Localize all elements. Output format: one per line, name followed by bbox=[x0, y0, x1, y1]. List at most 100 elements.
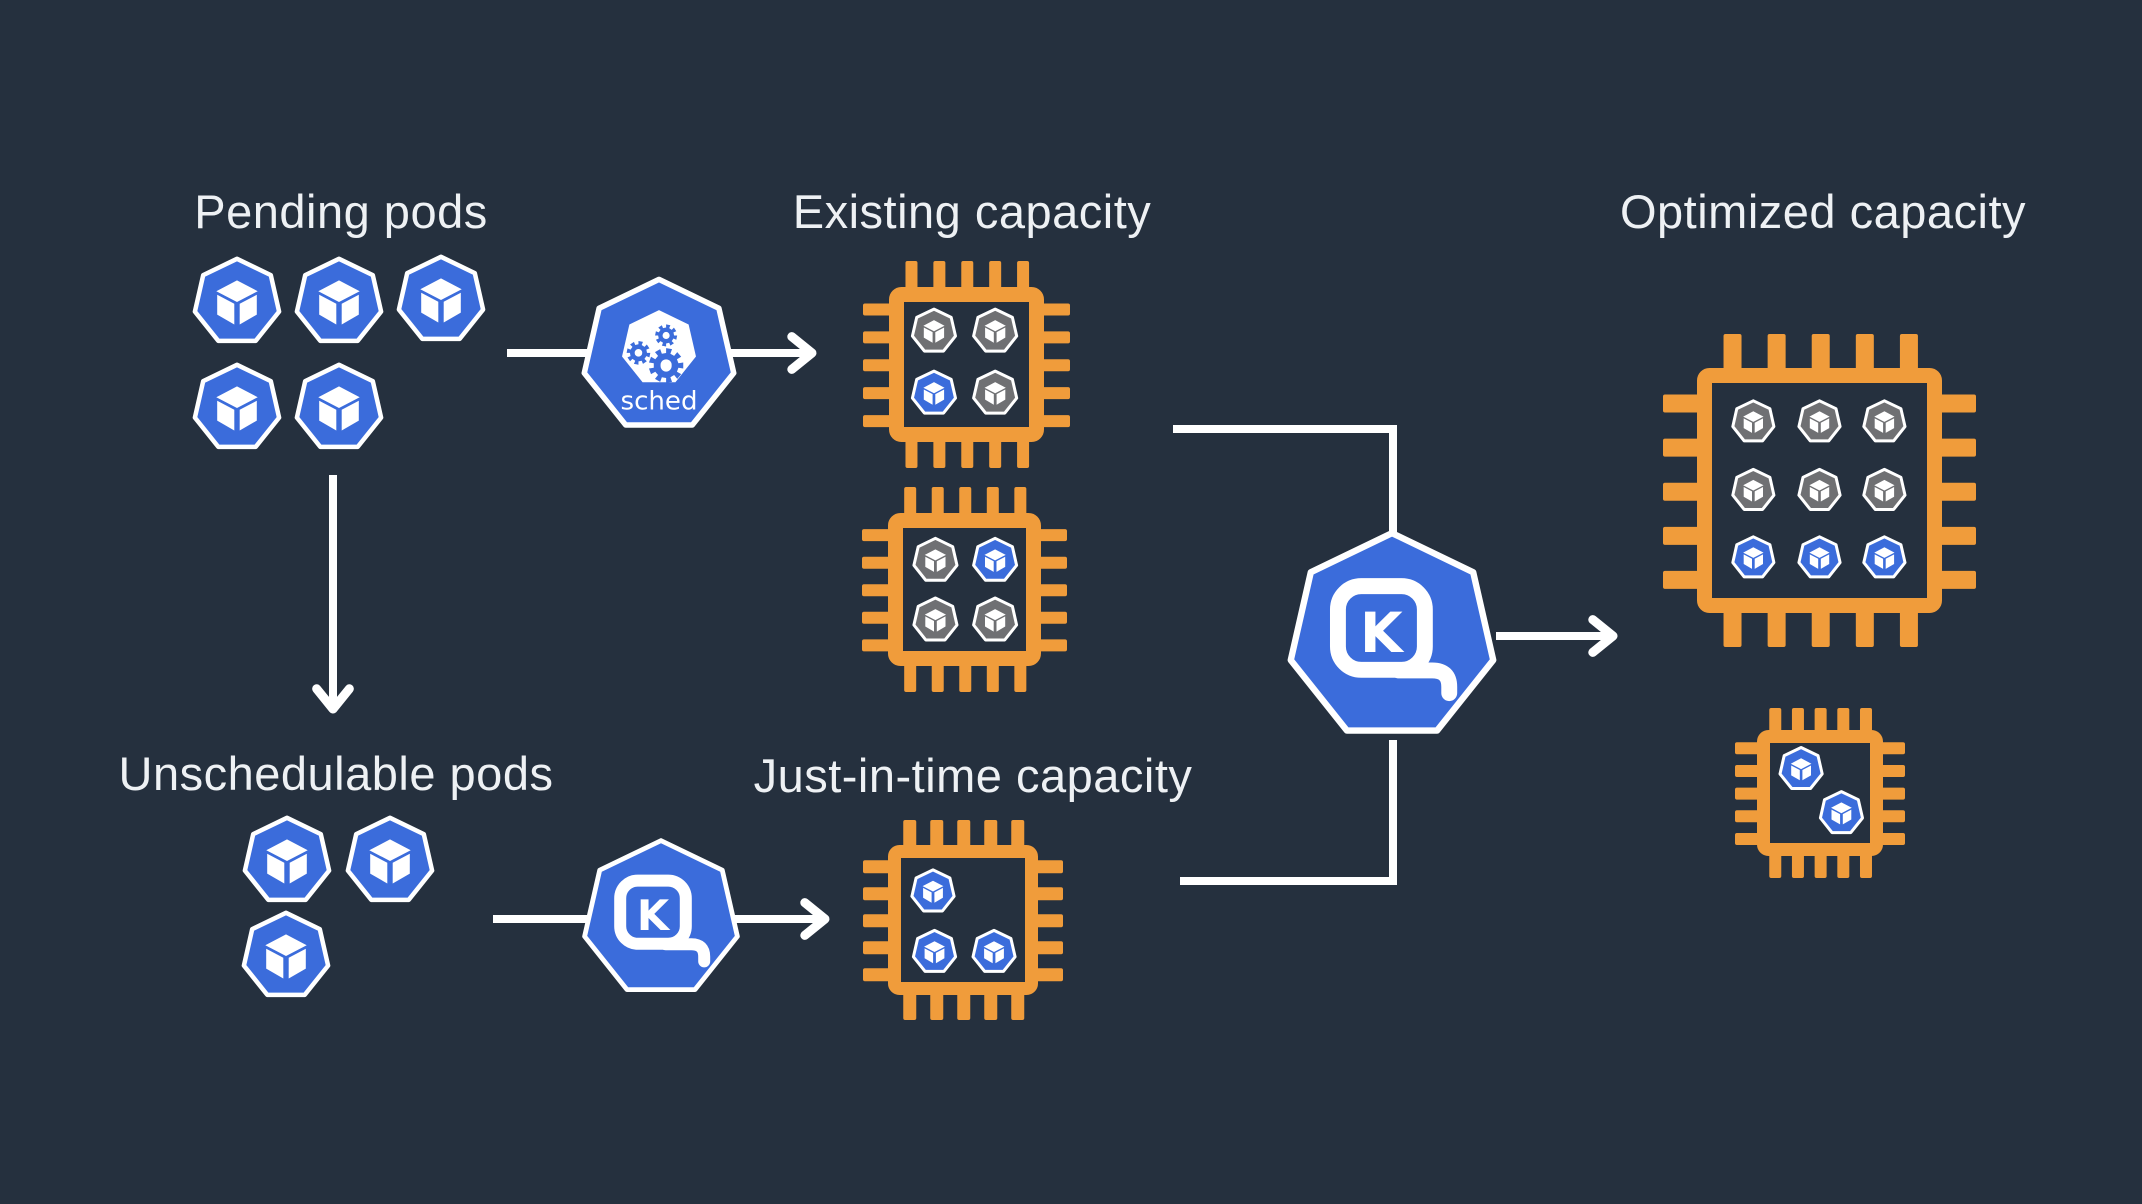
cube-glyph bbox=[1831, 802, 1852, 814]
cube-glyph bbox=[983, 941, 1005, 952]
chip-pin bbox=[1814, 708, 1827, 736]
chip-pin bbox=[1014, 487, 1027, 519]
cube-glyph bbox=[985, 556, 994, 572]
pod-icon bbox=[971, 928, 1017, 973]
cube-glyph bbox=[1743, 411, 1764, 422]
chip-pin bbox=[1035, 639, 1067, 652]
chip-pin bbox=[1767, 607, 1786, 647]
arrow-karpenter-to-optimized bbox=[1496, 615, 1618, 657]
cube-glyph bbox=[1743, 479, 1764, 491]
cube-glyph bbox=[1754, 487, 1763, 502]
chip-pin bbox=[863, 914, 894, 928]
chip-pin bbox=[931, 487, 944, 519]
pod-icon bbox=[1731, 467, 1776, 511]
label-unschedulable-pods: Unschedulable pods bbox=[118, 747, 554, 800]
chip-pin bbox=[1032, 860, 1063, 874]
chip-pin bbox=[961, 436, 974, 468]
pod-icon bbox=[192, 256, 282, 344]
cube-glyph bbox=[984, 609, 1006, 621]
cube-glyph bbox=[923, 327, 933, 343]
existing-capacity-node-2 bbox=[862, 487, 1067, 692]
chip-pin bbox=[862, 584, 894, 597]
label-optimized-capacity: Optimized capacity bbox=[1619, 185, 2027, 238]
pod-icon bbox=[972, 369, 1019, 415]
cube-glyph bbox=[1874, 487, 1884, 502]
chip-pin bbox=[1899, 334, 1918, 374]
cube-glyph bbox=[935, 948, 945, 964]
chip-body bbox=[1757, 730, 1883, 856]
arrowhead bbox=[1588, 615, 1618, 657]
chip-pin bbox=[1663, 526, 1703, 545]
chip-pin bbox=[957, 989, 971, 1020]
chip-pin bbox=[903, 820, 917, 851]
gear-icon bbox=[648, 348, 684, 383]
chip-pin bbox=[1017, 436, 1030, 468]
chip-pin bbox=[1811, 607, 1830, 647]
cube-glyph bbox=[984, 320, 1006, 332]
chip-pin bbox=[1936, 438, 1976, 457]
cube-glyph bbox=[923, 320, 945, 332]
cube-glyph bbox=[1874, 547, 1895, 558]
karpenter-icon-jit: K bbox=[582, 838, 740, 993]
cube-glyph bbox=[924, 941, 945, 952]
kube-scheduler-icon: sched bbox=[581, 276, 737, 428]
cube-glyph bbox=[1885, 487, 1895, 502]
chip-pin bbox=[931, 660, 944, 692]
pod-icon bbox=[912, 536, 959, 582]
cube-glyph bbox=[985, 327, 994, 343]
cube-glyph bbox=[984, 948, 993, 964]
pod-icon bbox=[1862, 467, 1907, 511]
chip-pin bbox=[989, 261, 1002, 293]
cube-glyph bbox=[996, 327, 1006, 343]
pod-icon bbox=[1818, 790, 1864, 835]
chip-pin bbox=[1011, 989, 1025, 1020]
pod-icon bbox=[1797, 399, 1842, 443]
cube-glyph bbox=[1874, 411, 1895, 422]
chip-pin bbox=[986, 660, 999, 692]
chip-pin bbox=[1014, 660, 1027, 692]
cube-glyph bbox=[319, 294, 337, 325]
cube-glyph bbox=[216, 386, 258, 408]
pod-icon bbox=[242, 815, 332, 903]
chip-pin bbox=[862, 611, 894, 624]
chip-body bbox=[888, 513, 1041, 666]
chip-pin bbox=[1899, 607, 1918, 647]
label-just-in-time-capacity: Just-in-time capacity bbox=[753, 749, 1193, 802]
scheduler-label: sched bbox=[620, 387, 697, 417]
chip-pin bbox=[1038, 387, 1070, 400]
cube-glyph bbox=[265, 934, 307, 956]
cube-glyph bbox=[996, 616, 1006, 632]
pod-icon bbox=[1731, 399, 1776, 443]
karpenter-tape-tail bbox=[1390, 662, 1458, 702]
cube-glyph bbox=[936, 556, 946, 572]
chip-pin bbox=[1723, 334, 1742, 374]
cube-glyph bbox=[1842, 809, 1852, 825]
cube-glyph bbox=[217, 294, 235, 325]
chip-pin bbox=[863, 387, 895, 400]
chip-pin bbox=[1877, 787, 1905, 800]
pod-icon bbox=[1797, 467, 1842, 511]
chip-pin bbox=[1735, 742, 1763, 755]
cube-glyph bbox=[1820, 487, 1830, 502]
chip-pin bbox=[1032, 941, 1063, 955]
chip-pin bbox=[1038, 331, 1070, 344]
label-pending-pods: Pending pods bbox=[194, 185, 488, 238]
chip-pin bbox=[863, 860, 894, 874]
chip-pin bbox=[863, 887, 894, 901]
chip-pin bbox=[1011, 820, 1025, 851]
chip-pin bbox=[1769, 850, 1782, 878]
cube-glyph bbox=[1790, 758, 1812, 770]
chip-pin bbox=[930, 820, 944, 851]
chip-pin bbox=[1936, 394, 1976, 413]
karpenter-icon-main: K bbox=[1287, 529, 1497, 734]
cube-glyph bbox=[239, 294, 257, 325]
chip-pin bbox=[904, 660, 917, 692]
cube-glyph bbox=[1754, 554, 1763, 569]
chip-pin bbox=[863, 359, 895, 372]
cube-glyph bbox=[267, 853, 285, 884]
chip-pin bbox=[1859, 708, 1872, 736]
cube-glyph bbox=[985, 616, 994, 632]
cube-glyph bbox=[1874, 479, 1895, 491]
chip-pin bbox=[989, 436, 1002, 468]
